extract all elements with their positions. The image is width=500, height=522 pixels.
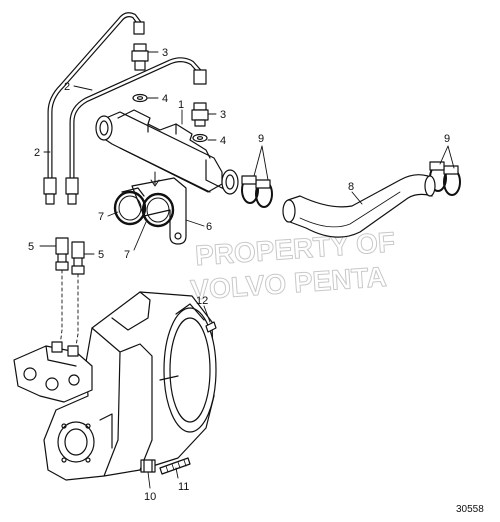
callout-1: 1 bbox=[178, 99, 184, 111]
leader-lines bbox=[39, 51, 455, 489]
watermark: PROPERTY OF VOLVO PENTA bbox=[189, 226, 397, 306]
callout-2-upper: 2 bbox=[64, 81, 70, 93]
connector-right bbox=[71, 241, 85, 275]
callout-labels: 1 2 2 3 3 4 4 5 5 6 7 7 8 9 9 10 11 12 bbox=[28, 47, 450, 503]
hose-clamps-left bbox=[241, 175, 273, 208]
callout-9-right: 9 bbox=[444, 133, 450, 145]
reverse-gear-housing bbox=[43, 291, 217, 481]
washer-upper bbox=[132, 93, 148, 103]
callout-6: 6 bbox=[206, 221, 212, 233]
callout-7-upper: 7 bbox=[98, 211, 104, 223]
callout-7-lower: 7 bbox=[124, 249, 130, 261]
oil-pipe-pair bbox=[43, 12, 207, 205]
connector-left bbox=[55, 237, 69, 271]
nipple-lower bbox=[191, 102, 209, 127]
nipple-upper bbox=[131, 43, 149, 71]
oil-cooler bbox=[95, 109, 239, 195]
screw bbox=[205, 321, 217, 333]
callout-8: 8 bbox=[348, 181, 354, 193]
callout-4-upper: 4 bbox=[162, 93, 168, 105]
mounting-bracket bbox=[131, 171, 187, 245]
callout-9-left: 9 bbox=[258, 133, 264, 145]
callout-12: 12 bbox=[196, 295, 208, 307]
callout-5-left: 5 bbox=[28, 241, 34, 253]
drain-plug bbox=[140, 459, 156, 473]
figure-number: 30558 bbox=[456, 504, 484, 515]
washer-lower bbox=[192, 133, 208, 143]
clamp-pair bbox=[113, 187, 175, 228]
callout-3-lower: 3 bbox=[220, 109, 226, 121]
valve-block bbox=[13, 341, 93, 403]
callout-3-upper: 3 bbox=[162, 47, 168, 59]
water-hose bbox=[282, 174, 436, 238]
dipstick bbox=[159, 457, 191, 475]
callout-5-right: 5 bbox=[98, 249, 104, 261]
hose-clamps-right bbox=[429, 161, 461, 196]
callout-2-lower: 2 bbox=[34, 147, 40, 159]
callout-10: 10 bbox=[144, 491, 156, 503]
callout-4-lower: 4 bbox=[220, 135, 226, 147]
callout-11: 11 bbox=[178, 481, 189, 493]
